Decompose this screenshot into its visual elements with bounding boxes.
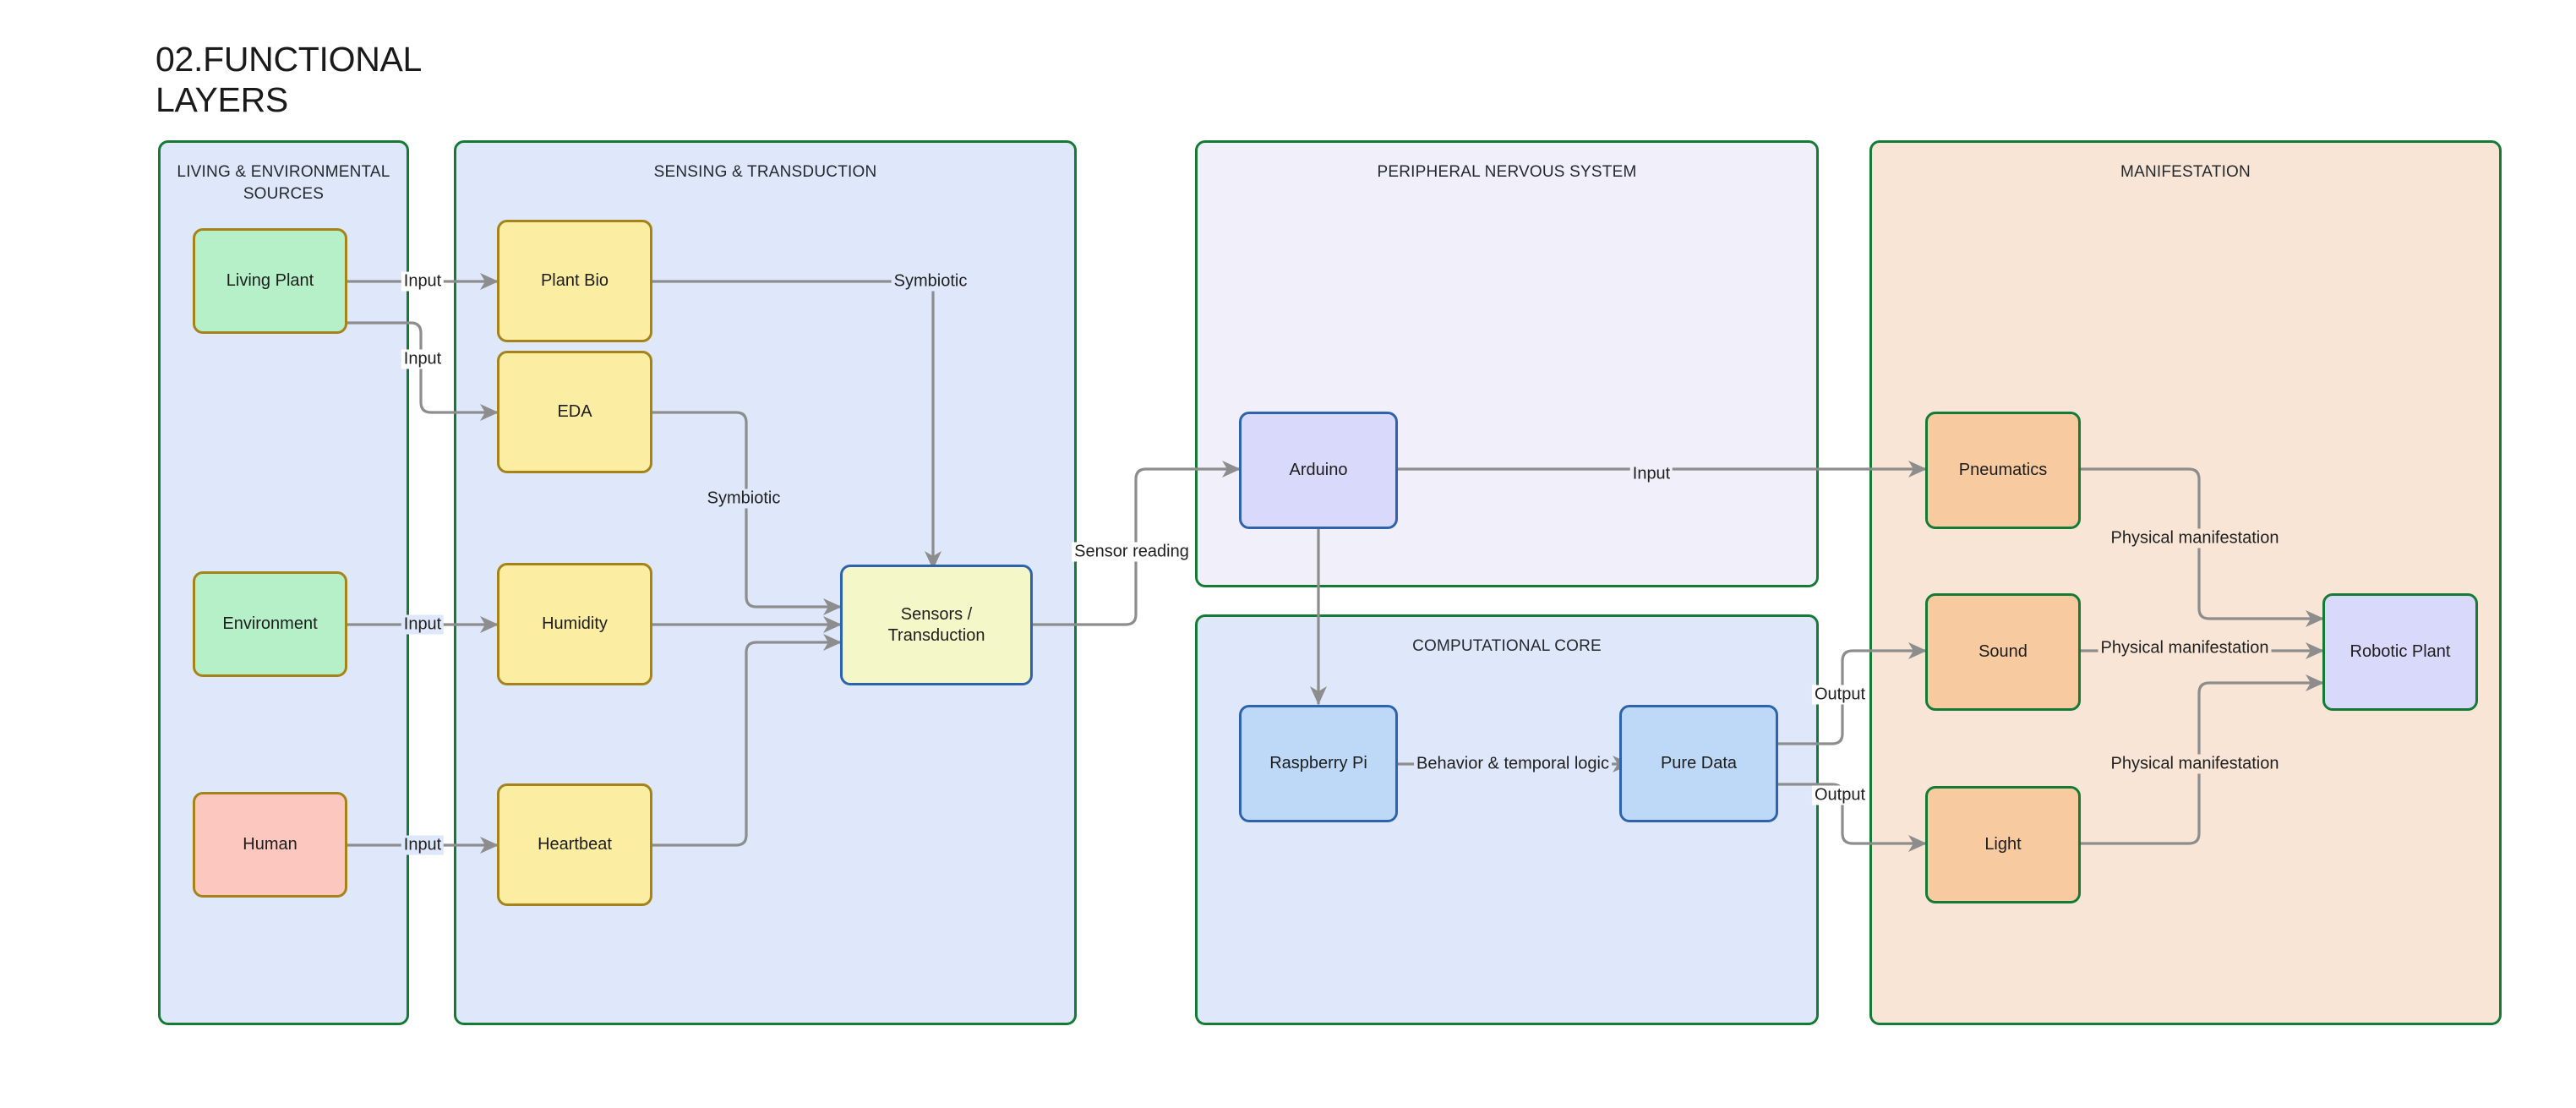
edge-label-input-arduino-pneumatics: Input [1629, 464, 1673, 484]
node-label-living-plant: Living Plant [226, 271, 314, 290]
edge-label-physical-manifestation-pneumatics: Physical manifestation [2108, 528, 2282, 549]
edge-label-input-environment-humidity: Input [401, 614, 445, 635]
node-label-light: Light [1984, 835, 2022, 854]
node-label-plant-bio: Plant Bio [540, 271, 609, 290]
cluster-title-sensing: SENSING & TRANSDUCTION [653, 163, 877, 181]
edge-label-input-human-heartbeat: Input [401, 835, 445, 855]
edge-label-output-puredata-sound: Output [1811, 685, 1869, 705]
node-robotic-plant[interactable]: Robotic Plant [2322, 593, 2478, 711]
edge-label-symbiotic-plantbio-sensors: Symbiotic [891, 271, 970, 292]
node-light[interactable]: Light [1925, 786, 2081, 903]
node-raspberry-pi[interactable]: Raspberry Pi [1239, 705, 1398, 822]
node-human[interactable]: Human [193, 792, 347, 898]
node-label-human: Human [243, 835, 297, 854]
cluster-title-manifestation: MANIFESTATION [2120, 163, 2251, 181]
node-label-sound: Sound [1978, 642, 2028, 661]
node-label-pneumatics: Pneumatics [1958, 461, 2048, 479]
page-title: 02.FUNCTIONAL LAYERS [156, 40, 423, 120]
node-arduino[interactable]: Arduino [1239, 412, 1398, 529]
node-label-heartbeat: Heartbeat [538, 835, 612, 854]
node-label-arduino: Arduino [1289, 461, 1348, 479]
node-label-robotic-plant: Robotic Plant [2350, 642, 2451, 661]
node-eda[interactable]: EDA [497, 351, 652, 473]
node-pure-data[interactable]: Pure Data [1619, 705, 1778, 822]
node-label-environment: Environment [222, 614, 318, 633]
node-label-pure-data: Pure Data [1660, 754, 1738, 772]
node-heartbeat[interactable]: Heartbeat [497, 783, 652, 906]
edge-label-output-puredata-light: Output [1811, 785, 1869, 805]
cluster-title-computational: COMPUTATIONAL CORE [1412, 637, 1602, 655]
node-sound[interactable]: Sound [1925, 593, 2081, 711]
node-label-humidity: Humidity [542, 614, 608, 633]
node-environment[interactable]: Environment [193, 571, 347, 677]
node-label-eda: EDA [557, 402, 592, 421]
cluster-title-peripheral: PERIPHERAL NERVOUS SYSTEM [1377, 163, 1637, 181]
edge-label-sensor-reading: Sensor reading [1072, 542, 1192, 562]
edge-label-input-living-eda: Input [401, 349, 445, 369]
edge-label-physical-manifestation-light: Physical manifestation [2108, 754, 2282, 774]
edge-label-input-living-plant-bio: Input [401, 271, 445, 292]
node-pneumatics[interactable]: Pneumatics [1925, 412, 2081, 529]
node-plant-bio[interactable]: Plant Bio [497, 220, 652, 342]
edge-label-physical-manifestation-sound: Physical manifestation [2098, 638, 2272, 658]
node-label-sensors-transduction: Sensors / Transduction [887, 604, 985, 645]
node-living-plant[interactable]: Living Plant [193, 228, 347, 334]
edge-label-symbiotic-eda-sensors: Symbiotic [704, 489, 783, 509]
node-sensors-transduction[interactable]: Sensors / Transduction [840, 565, 1033, 685]
cluster-title-living: LIVING & ENVIRONMENTAL SOURCES [177, 163, 390, 203]
node-humidity[interactable]: Humidity [497, 563, 652, 685]
edge-label-behavior-temporal-logic: Behavior & temporal logic [1414, 754, 1612, 774]
node-label-raspberry-pi: Raspberry Pi [1269, 754, 1367, 772]
